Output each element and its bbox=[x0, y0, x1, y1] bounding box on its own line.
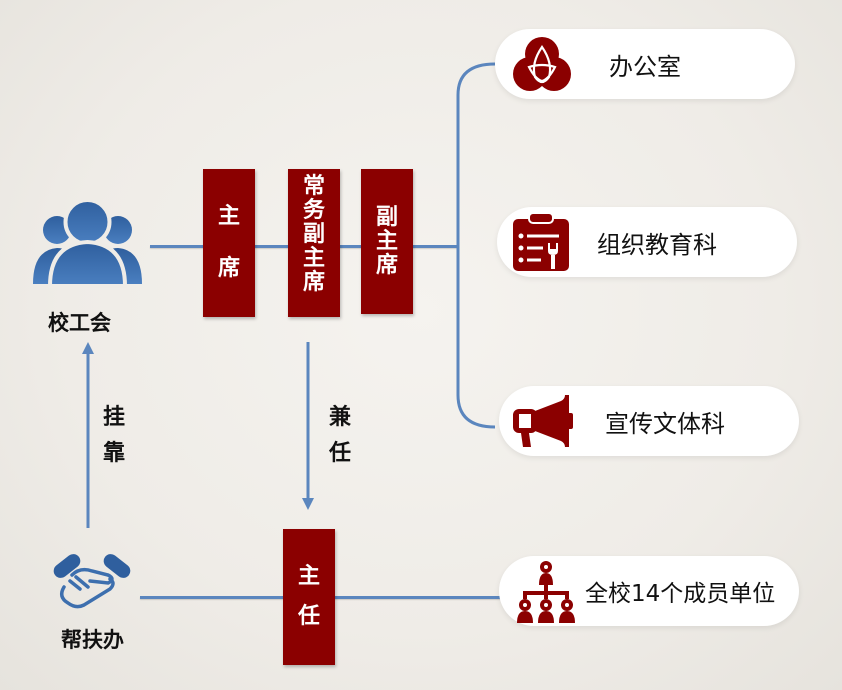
affiliation-arrow bbox=[82, 342, 94, 528]
triquetra-circles-icon bbox=[513, 37, 571, 91]
aid-to-director-line bbox=[140, 596, 285, 599]
vice-chairman-char: 副 bbox=[375, 204, 398, 230]
department-label: 宣传文体科 bbox=[605, 409, 725, 438]
director-char: 任 bbox=[297, 604, 320, 629]
department-organization-education[interactable]: 组织教育科 bbox=[497, 207, 797, 277]
department-office[interactable]: 办公室 bbox=[495, 29, 795, 99]
exec-vice-chairman-char: 副 bbox=[302, 222, 325, 247]
member-units[interactable]: 全校14个成员单位 bbox=[499, 556, 799, 626]
people-group-icon bbox=[33, 198, 142, 288]
exec-vice-chairman-char: 主 bbox=[302, 246, 325, 271]
vice-chairman-box: 副 主 席 bbox=[361, 169, 413, 314]
org-hierarchy-icon bbox=[517, 561, 575, 623]
union-label: 校工会 bbox=[48, 311, 111, 335]
concurrent-arrow bbox=[302, 342, 314, 510]
vice-chairman-char: 席 bbox=[375, 252, 398, 278]
clipboard-wrench-icon bbox=[513, 212, 569, 271]
concurrent-label: 兼 任 bbox=[327, 400, 353, 472]
department-label: 组织教育科 bbox=[597, 230, 717, 259]
megaphone-icon bbox=[513, 395, 573, 447]
director-to-members-line bbox=[333, 596, 503, 599]
department-bracket bbox=[456, 62, 496, 429]
exec-vice-chairman-char: 席 bbox=[302, 270, 325, 295]
department-publicity-culture-sports[interactable]: 宣传文体科 bbox=[499, 386, 799, 456]
aid-office-label: 帮扶办 bbox=[61, 628, 124, 652]
concurrent-char: 任 bbox=[328, 441, 351, 466]
handshake-icon bbox=[53, 554, 131, 609]
affiliation-char: 靠 bbox=[102, 441, 125, 466]
concurrent-char: 兼 bbox=[328, 405, 351, 430]
exec-vice-chairman-char: 常 bbox=[302, 174, 325, 199]
affiliation-label: 挂 靠 bbox=[101, 400, 127, 472]
director-char: 主 bbox=[297, 564, 320, 589]
department-label: 全校14个成员单位 bbox=[585, 581, 776, 607]
affiliation-char: 挂 bbox=[102, 405, 125, 430]
director-box: 主 任 bbox=[283, 529, 335, 665]
executive-vice-chairman-box: 常 务 副 主 席 bbox=[288, 169, 340, 317]
exec-vice-chairman-char: 务 bbox=[302, 198, 325, 223]
chairman-char: 席 bbox=[217, 256, 240, 281]
chairman-char: 主 bbox=[217, 204, 240, 229]
chairman-box: 主 席 bbox=[203, 169, 255, 317]
department-label: 办公室 bbox=[609, 52, 681, 81]
vice-chairman-char: 主 bbox=[375, 228, 398, 254]
